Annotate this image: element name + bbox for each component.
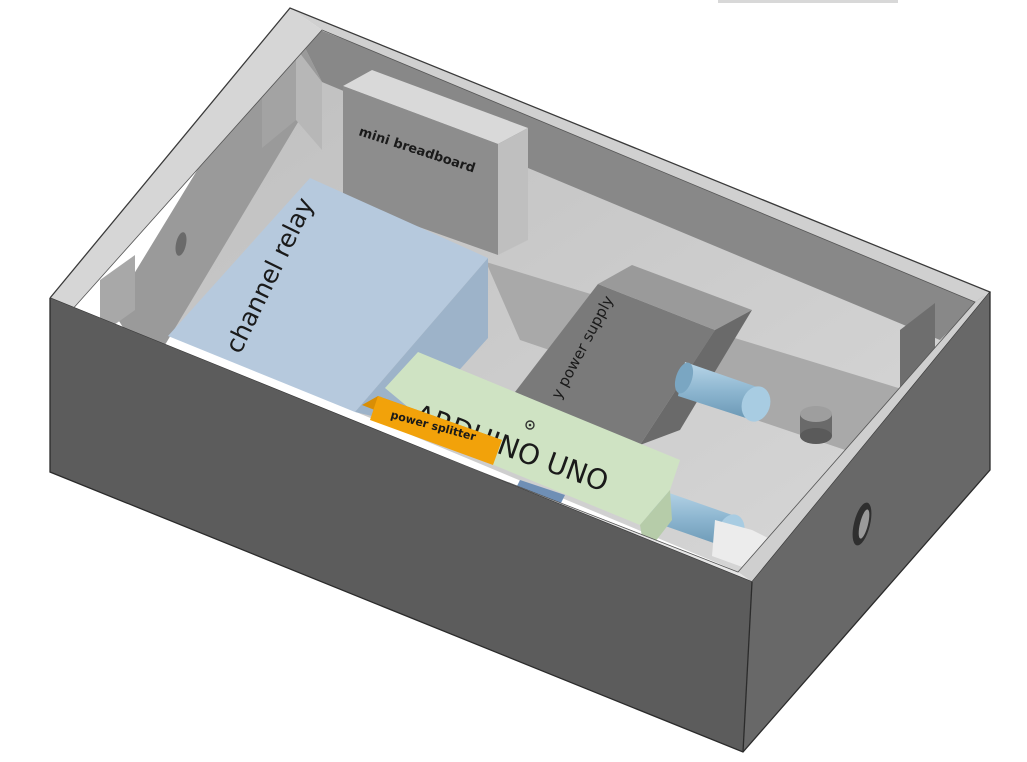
mini-breadboard[interactable]: mini breadboard	[343, 70, 528, 255]
left-wall-hole-icon	[175, 232, 187, 256]
enclosure-outer-walls	[49, 292, 991, 753]
corner-pad	[712, 520, 782, 568]
dc-jack-upper[interactable]	[671, 360, 774, 425]
toolbar-edge	[718, 0, 898, 3]
round-button[interactable]	[800, 406, 832, 444]
reset-icon	[525, 420, 535, 430]
usb-connector	[515, 480, 565, 505]
power-splitter[interactable]: power splitter	[362, 396, 502, 465]
